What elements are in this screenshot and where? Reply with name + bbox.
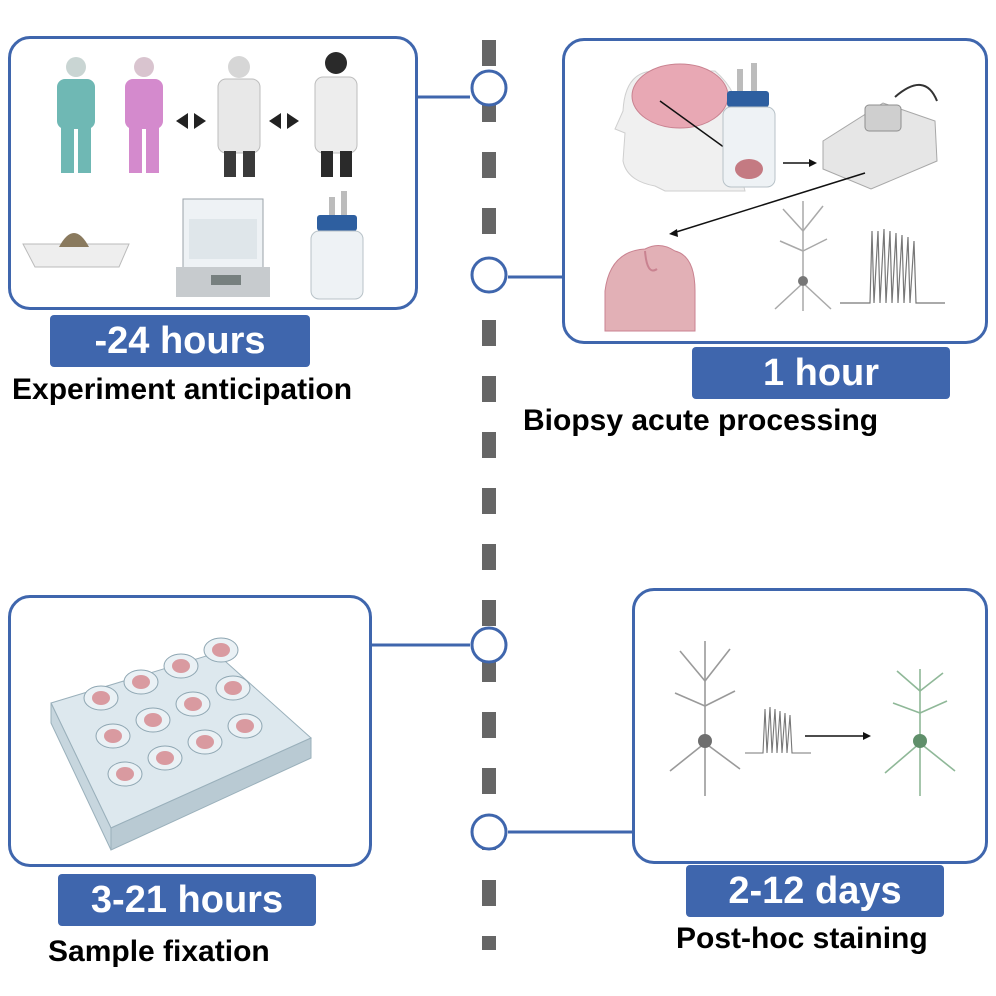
head-icon (614, 63, 746, 192)
timeline-node-1 (470, 69, 508, 107)
tissue-slice-icon (604, 245, 696, 332)
timeline-node-2 (470, 256, 508, 294)
neuron-icon (774, 201, 832, 311)
arrow-vibratome-to-slice (672, 172, 866, 234)
weighing-tray-icon (22, 233, 130, 268)
caption-stage-2: Biopsy acute processing (523, 404, 879, 437)
panel-sample-fixation (8, 595, 372, 867)
caption-stage-1: Experiment anticipation (12, 373, 353, 406)
tissue-sample (172, 659, 190, 673)
tissue-sample (92, 691, 110, 705)
researcher-icon (217, 56, 261, 177)
tissue-sample (156, 751, 174, 765)
caption-stage-4: Post-hoc staining (676, 922, 928, 955)
tissue-sample (116, 767, 134, 781)
bottle-icon (310, 191, 364, 300)
tissue-sample (132, 675, 150, 689)
tissue-sample (104, 729, 122, 743)
spike-trace-icon-2 (745, 706, 811, 754)
tissue-sample (144, 713, 162, 727)
tissue-sample (224, 681, 242, 695)
researcher-dark-icon (314, 52, 358, 177)
anticipation-illustration (22, 52, 364, 300)
panel-biopsy-processing (562, 38, 988, 344)
timeline-node-4 (470, 813, 508, 851)
well-plate-icon (50, 652, 312, 851)
wells-group (83, 637, 263, 787)
caption-stage-3: Sample fixation (48, 935, 270, 968)
nurse-icon (125, 57, 163, 173)
analytical-balance-icon (176, 198, 270, 297)
tissue-sample (212, 643, 230, 657)
panel-experiment-anticipation (8, 36, 418, 310)
tissue-sample (184, 697, 202, 711)
bottle-icon (722, 63, 776, 188)
well-plate-illustration (50, 637, 312, 851)
panel-post-hoc-staining (632, 588, 988, 864)
neuron-green-icon (884, 669, 956, 796)
surgeon-icon (57, 57, 95, 173)
biopsy-illustration (604, 63, 945, 332)
badge-stage-4: 2-12 days (686, 865, 944, 917)
spike-trace-icon (840, 228, 945, 304)
badge-stage-3: 3-21 hours (58, 874, 316, 926)
tissue-sample (236, 719, 254, 733)
exchange-arrow-icon-2 (269, 113, 299, 129)
timeline-node-3 (470, 626, 508, 664)
tissue-sample (196, 735, 214, 749)
exchange-arrow-icon (176, 113, 206, 129)
neuron-grey-icon (669, 641, 741, 796)
staining-illustration (669, 641, 956, 796)
vibratome-icon (822, 84, 938, 190)
badge-stage-2: 1 hour (692, 347, 950, 399)
badge-stage-1: -24 hours (50, 315, 310, 367)
